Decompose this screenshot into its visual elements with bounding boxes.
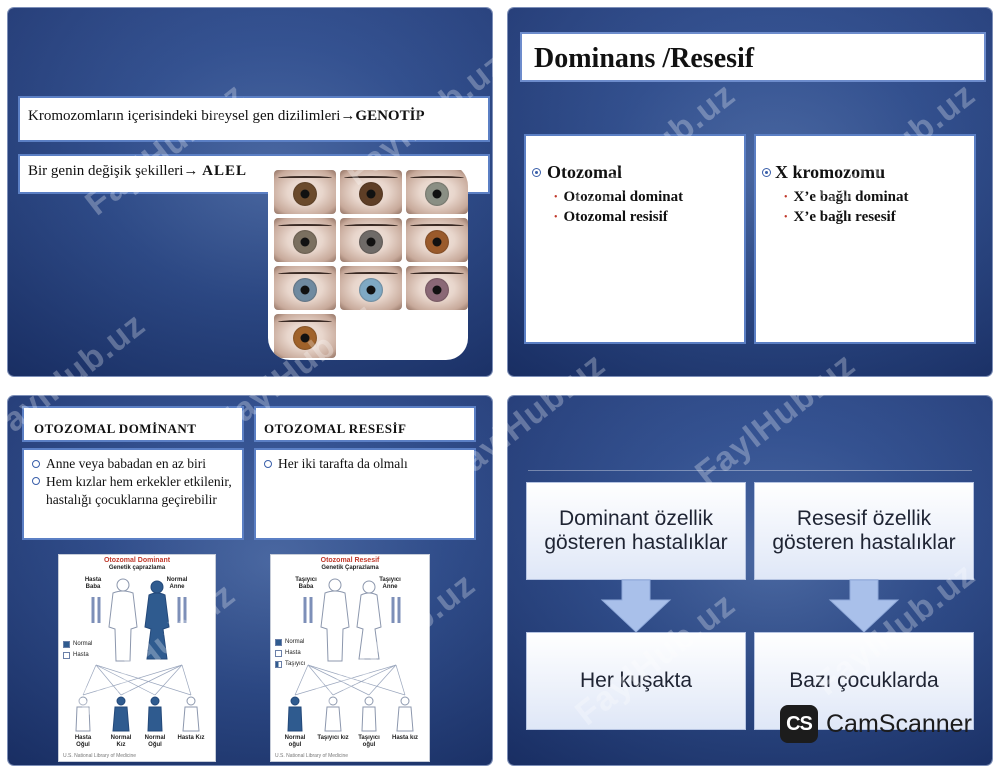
recessive-diseases-box: Resesif özellik gösteren hastalıklar bbox=[754, 482, 974, 580]
dominant-diseases-box: Dominant özellik gösteren hastalıklar bbox=[526, 482, 746, 580]
every-generation-box: Her kuşakta bbox=[526, 632, 746, 730]
eye-color-photo bbox=[268, 164, 468, 360]
eye-photo-9 bbox=[406, 266, 468, 310]
recessive-child-2: Taşıyıcı kız bbox=[317, 735, 349, 741]
recessive-header-box: OTOZOMAL RESESİF bbox=[254, 406, 476, 442]
list-bullet-icon: • bbox=[784, 192, 788, 203]
dominant-diseases-label: Dominant özellik gösteren hastalıklar bbox=[544, 506, 728, 554]
legend-carrier-label: Taşıyıcı bbox=[285, 661, 306, 667]
slide2-title-box: Dominans /Resesif bbox=[520, 32, 986, 82]
x-linked-recessive: X’e bağlı resesif bbox=[793, 209, 896, 225]
allele-term: ALEL bbox=[202, 163, 247, 179]
genotype-arrow: → bbox=[340, 108, 356, 124]
recessive-credit: U.S. National Library of Medicine bbox=[275, 753, 349, 759]
every-generation-label: Her kuşakta bbox=[579, 668, 693, 692]
dominant-pedigree-figures bbox=[75, 578, 200, 732]
eye-photo-1 bbox=[274, 170, 336, 214]
some-children-label: Bazı çocuklarda bbox=[789, 668, 939, 692]
legend-normal-swatch bbox=[275, 639, 282, 646]
recessive-diseases-label: Resesif özellik gösteren hastalıklar bbox=[772, 506, 956, 554]
list-bullet-icon: • bbox=[784, 212, 788, 223]
recessive-content-box: Her iki tarafta da olmalı bbox=[254, 448, 476, 540]
x-linked-dominant: X’e bağlı dominat bbox=[793, 189, 909, 205]
dominant-credit: U.S. National Library of Medicine bbox=[63, 753, 137, 759]
slide4-divider bbox=[528, 470, 972, 471]
recessive-pedigree-chart: Otozomal Resesif Genetik Çaprazlama Taşı… bbox=[270, 554, 430, 762]
recessive-header: OTOZOMAL RESESİF bbox=[264, 421, 407, 436]
list-bullet-icon: • bbox=[554, 212, 558, 223]
recessive-parent-right-label: Taşıyıcı Anne bbox=[379, 577, 401, 590]
recessive-pedigree-subtitle: Genetik Çaprazlama bbox=[321, 565, 379, 571]
allele-arrow: → bbox=[183, 163, 203, 179]
dominant-child-1: Hasta Oğul bbox=[74, 735, 92, 748]
legend-affected-label: Hasta bbox=[285, 650, 301, 656]
down-arrow-left-icon bbox=[600, 579, 672, 633]
eye-photo-4 bbox=[274, 218, 336, 262]
dominant-parent-right-label: Normal Anne bbox=[166, 577, 188, 590]
recessive-child-3: Taşıyıcı oğul bbox=[358, 735, 380, 748]
genotype-text: Kromozomların içerisindeki bireysel gen … bbox=[28, 108, 341, 124]
autosomal-item-dominant: Otozomal dominat bbox=[563, 189, 684, 205]
camscanner-name: CamScanner bbox=[826, 709, 972, 738]
dominant-child-4: Hasta Kız bbox=[177, 735, 205, 741]
x-chromosome-box: X kromozomu • X’e bağlı dominat • X’e ba… bbox=[754, 134, 976, 344]
dominant-pedigree-chart: Otozomal Dominant Genetik çaprazlama Has… bbox=[58, 554, 216, 762]
eye-photo-8 bbox=[340, 266, 402, 310]
camscanner-logo-icon: CS bbox=[780, 705, 818, 743]
slide2-title: Dominans /Resesif bbox=[534, 43, 755, 74]
bullet-icon bbox=[32, 477, 40, 485]
dominant-pedigree-subtitle: Genetik çaprazlama bbox=[108, 565, 166, 571]
bullet-icon bbox=[264, 460, 272, 468]
dominant-bullet-2: Hem kızlar hem erkekler etkilenir, hasta… bbox=[46, 474, 232, 507]
eye-photo-5 bbox=[340, 218, 402, 262]
slide-genotype-allele: Kromozomların içerisindeki bireysel gen … bbox=[8, 8, 492, 376]
x-chromosome-heading: X kromozomu bbox=[775, 162, 886, 182]
x-chromosome-bullet-icon bbox=[762, 168, 771, 177]
recessive-bullet-1: Her iki tarafta da olmalı bbox=[278, 456, 408, 471]
dominant-bullet-1: Anne veya babadan en az biri bbox=[46, 456, 207, 471]
recessive-child-4: Hasta kız bbox=[391, 735, 418, 741]
bullet-icon bbox=[32, 460, 40, 468]
dominant-header-box: OTOZOMAL DOMİNANT bbox=[22, 406, 244, 442]
dominant-header: OTOZOMAL DOMİNANT bbox=[34, 421, 197, 436]
slide-inheritance-patterns: OTOZOMAL DOMİNANT OTOZOMAL RESESİF Anne … bbox=[8, 396, 492, 765]
autosomal-heading: Otozomal bbox=[547, 162, 622, 182]
legend-affected-swatch bbox=[275, 650, 282, 657]
allele-text: Bir genin değişik şekilleri bbox=[28, 163, 184, 179]
genotype-term: GENOTİP bbox=[355, 108, 425, 124]
slide-dominance-recessive: Dominans /Resesif Otozomal • Otozomal do… bbox=[508, 8, 992, 376]
dominant-pedigree-title: Otozomal Dominant bbox=[103, 557, 171, 564]
eye-photo-7 bbox=[274, 266, 336, 310]
recessive-parent-left-label: Taşıyıcı Baba bbox=[295, 577, 317, 590]
autosomal-box: Otozomal • Otozomal dominat • Otozomal r… bbox=[524, 134, 746, 344]
legend-carrier-swatch bbox=[275, 661, 282, 668]
eye-photo-3 bbox=[406, 170, 468, 214]
legend-normal-label: Normal bbox=[73, 641, 93, 647]
eye-photo-2 bbox=[340, 170, 402, 214]
camscanner-badge: CS CamScanner bbox=[780, 705, 972, 743]
legend-affected-swatch bbox=[63, 652, 70, 659]
legend-affected-label: Hasta bbox=[73, 652, 89, 658]
dominant-child-3: Normal Oğul bbox=[144, 735, 166, 748]
eye-photo-6 bbox=[406, 218, 468, 262]
recessive-child-1: Normal oğul bbox=[284, 735, 306, 748]
recessive-pedigree-figures bbox=[287, 578, 414, 732]
dominant-parent-left-label: Hasta Baba bbox=[84, 577, 102, 590]
dominant-child-2: Normal Kız bbox=[110, 735, 132, 748]
dominant-content-box: Anne veya babadan en az biri Hem kızlar … bbox=[22, 448, 244, 540]
legend-normal-swatch bbox=[63, 641, 70, 648]
recessive-pedigree-title: Otozomal Resesif bbox=[320, 557, 380, 564]
legend-normal-label: Normal bbox=[285, 639, 305, 645]
genotype-box: Kromozomların içerisindeki bireysel gen … bbox=[18, 96, 490, 142]
down-arrow-right-icon bbox=[828, 579, 900, 633]
autosomal-bullet-icon bbox=[532, 168, 541, 177]
list-bullet-icon: • bbox=[554, 192, 558, 203]
autosomal-item-recessive: Otozomal resisif bbox=[563, 209, 668, 225]
eye-photo-10 bbox=[274, 314, 336, 358]
